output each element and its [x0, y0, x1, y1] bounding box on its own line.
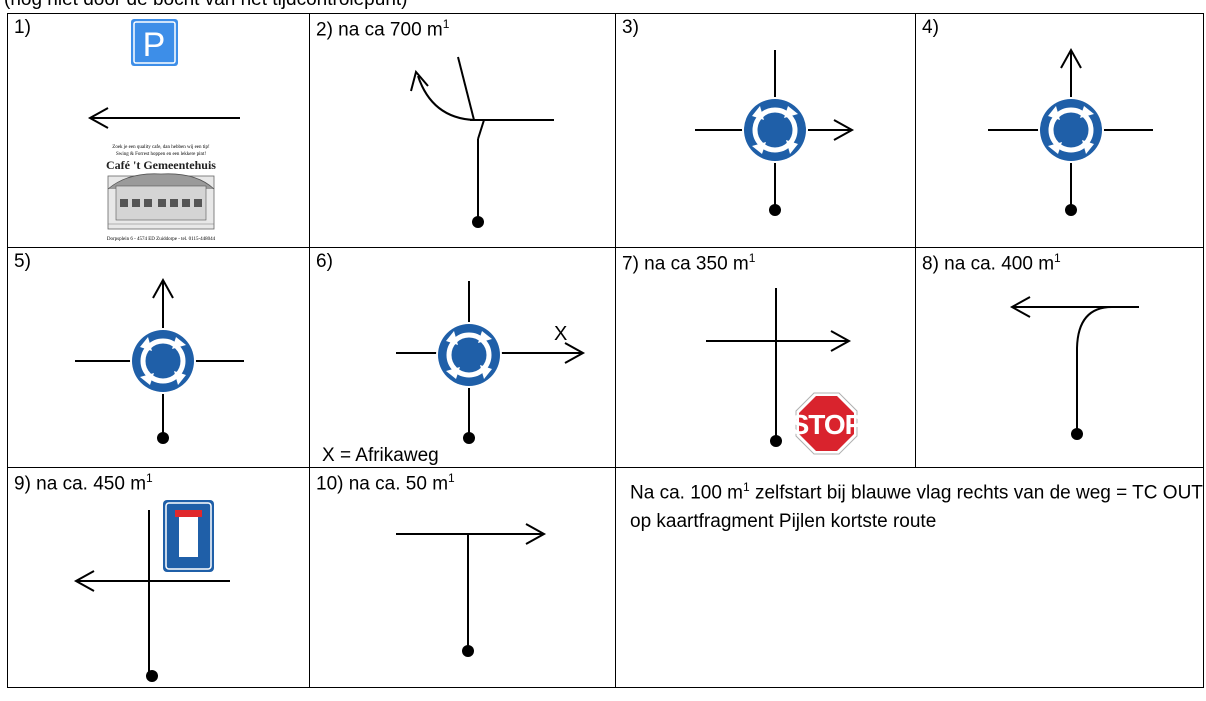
fork-left-arrow-icon	[410, 56, 554, 228]
step-4-diagram	[988, 47, 1153, 216]
route-step-8: 8) na ca. 400 m1	[915, 247, 1204, 468]
x-mark-label: X	[554, 323, 567, 345]
afrikaweg-note: X = Afrikaweg	[322, 445, 439, 466]
roundabout-sign-icon	[130, 328, 196, 394]
cafe-name: Café 't Gemeentehuis	[106, 158, 216, 172]
step-label: 5)	[14, 251, 31, 272]
route-step-7: 7) na ca 350 m1 STOP	[615, 247, 916, 468]
page-header: (nog niet door de bocht van het tijdcont…	[4, 0, 408, 11]
step-label: 3)	[622, 17, 639, 38]
cafe-address: Dorpsplein 6 - 4574 ED Zuiddorpe - tel. …	[107, 237, 216, 242]
step-6-diagram: X	[396, 281, 586, 444]
step-label: 7) na ca 350 m1	[622, 251, 756, 275]
route-step-2: 2) na ca 700 m1	[309, 13, 616, 248]
left-arrow-icon	[73, 570, 95, 592]
step-label: 6)	[316, 251, 333, 272]
roundabout-sign-icon	[436, 322, 502, 388]
route-step-10: 10) na ca. 50 m1	[309, 467, 616, 688]
step-5-diagram	[75, 277, 244, 444]
stop-sign-icon: STOP	[791, 392, 864, 455]
step-label: 10) na ca. 50 m1	[316, 471, 455, 495]
roundabout-sign-icon	[1038, 97, 1104, 163]
left-arrow-icon	[87, 107, 240, 129]
step-label: 2) na ca 700 m1	[316, 17, 450, 41]
dead-end-sign-icon	[163, 500, 214, 572]
route-step-6: 6) X X =	[309, 247, 616, 468]
step-2-diagram	[410, 56, 554, 228]
step-8-diagram	[1009, 296, 1139, 440]
right-arrow-icon	[830, 330, 852, 352]
finish-note-text: Na ca. 100 m1 zelfstart bij blauwe vlag …	[630, 480, 1203, 533]
parking-sign-icon: P	[131, 19, 178, 66]
route-step-5: 5)	[7, 247, 310, 468]
stop-text: STOP	[791, 409, 863, 440]
step-1-diagram: P Zoek je een quality cafe, dan hebben w…	[87, 19, 240, 242]
route-step-3: 3)	[615, 13, 916, 248]
cafe-tagline-2: Swing & Forrest hoppen en een lekkere pi…	[116, 152, 206, 157]
step-label: 1)	[14, 17, 31, 38]
up-arrow-icon	[152, 277, 174, 299]
step-10-diagram	[396, 523, 547, 657]
turn-left-arrow-icon	[1009, 296, 1139, 440]
step-label: 4)	[922, 17, 939, 38]
right-arrow-icon	[833, 119, 855, 141]
step-label: 9) na ca. 450 m1	[14, 471, 153, 495]
cafe-tagline-1: Zoek je een quality cafe, dan hebben wij…	[112, 145, 210, 150]
step-9-diagram	[73, 500, 230, 682]
up-arrow-icon	[1060, 47, 1082, 69]
step-7-diagram: STOP	[706, 288, 864, 455]
step-3-diagram	[695, 50, 855, 216]
right-arrow-icon	[564, 342, 586, 364]
roundabout-sign-icon	[742, 97, 808, 163]
route-instruction-table: 1) P Zoek je een quality cafe, dan hebbe…	[7, 13, 1204, 688]
route-step-9: 9) na ca. 450 m1	[7, 467, 310, 688]
route-step-4: 4)	[915, 13, 1204, 248]
cafe-sign-illustration: Zoek je een quality cafe, dan hebben wij…	[106, 145, 216, 242]
right-arrow-icon	[525, 523, 547, 545]
route-step-1: 1) P Zoek je een quality cafe, dan hebbe…	[7, 13, 310, 248]
step-label: 8) na ca. 400 m1	[922, 251, 1061, 275]
parking-letter: P	[143, 26, 166, 64]
route-finish-note: Na ca. 100 m1 zelfstart bij blauwe vlag …	[615, 467, 1204, 688]
